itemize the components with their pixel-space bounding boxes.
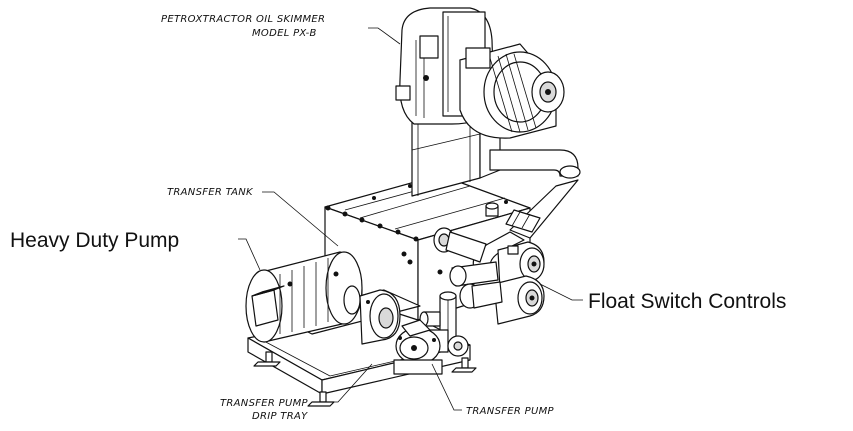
- heavy-duty-pump: [245, 251, 421, 345]
- transfer-pump-label: TRANSFER PUMP: [466, 406, 555, 417]
- drip-tray-label-line1: TRANSFER PUMP: [220, 398, 309, 409]
- float-switch-controls: [449, 241, 545, 325]
- transfer-pump: [393, 319, 443, 375]
- skimmer-label-line1: PETROXTRACTOR OIL SKIMMER: [161, 14, 325, 25]
- transfer-tank-label: TRANSFER TANK: [167, 187, 254, 198]
- leader-lines: [238, 27, 583, 411]
- drip-tray-label-line2: DRIP TRAY: [252, 411, 308, 422]
- float-switch-controls-label: Float Switch Controls: [588, 290, 786, 313]
- labels: PETROXTRACTOR OIL SKIMMER MODEL PX-B TRA…: [10, 14, 786, 422]
- lid-bolts: [325, 184, 508, 275]
- skimmer-label-line2: MODEL PX-B: [252, 28, 317, 39]
- oil-skimmer: [395, 7, 565, 139]
- heavy-duty-pump-label: Heavy Duty Pump: [10, 229, 179, 252]
